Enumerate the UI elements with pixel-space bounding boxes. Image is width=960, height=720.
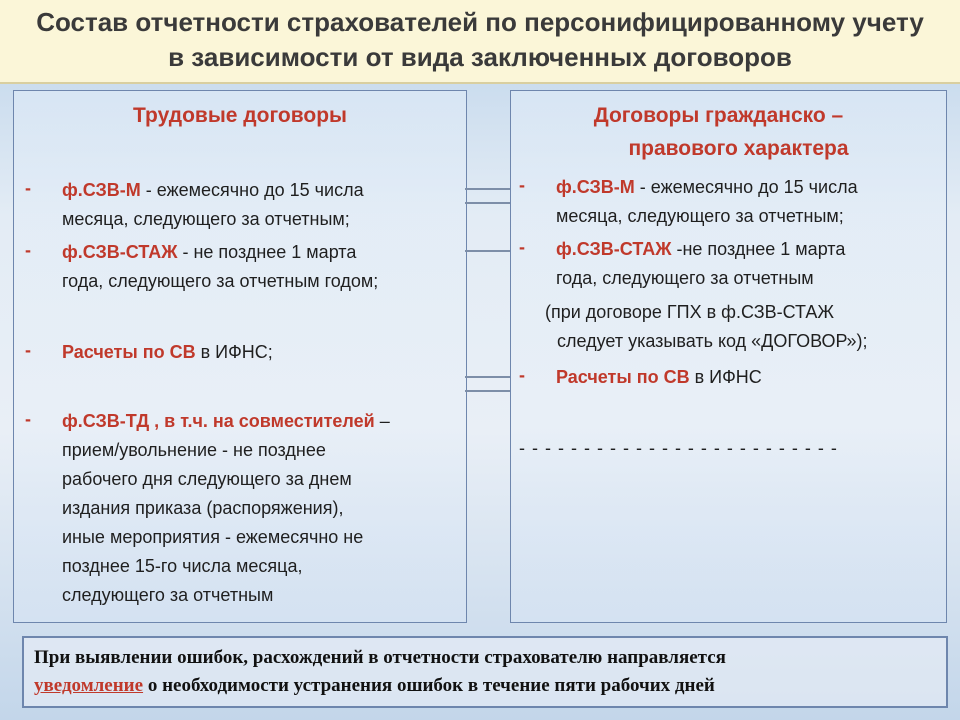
item-red-label: ф.СЗВ-М <box>62 180 141 200</box>
list-dash: - <box>25 409 31 429</box>
list-item-szv-stazh: ф.СЗВ-СТАЖ -не позднее 1 марта года, сле… <box>556 239 846 288</box>
connector-line <box>465 376 510 378</box>
page-title: Состав отчетности страхователей по персо… <box>0 5 960 75</box>
title-line-2: в зависимости от вида заключенных догово… <box>168 42 792 72</box>
list-dash: - <box>519 365 525 385</box>
notice-box: При выявлении ошибок, расхождений в отче… <box>22 636 948 708</box>
list-dash: - <box>519 175 525 195</box>
notice-line-2: уведомление о необходимости устранения о… <box>34 675 715 696</box>
list-item-szv-stazh: ф.СЗВ-СТАЖ - не позднее 1 марта года, сл… <box>62 242 379 291</box>
item-red-label: ф.СЗВ-ТД , в т.ч. на совместителей <box>62 411 375 431</box>
gph-note: (при договоре ГПХ в ф.СЗВ-СТАЖ следует у… <box>545 302 868 351</box>
connector-line <box>465 202 510 204</box>
labor-contracts-panel: Трудовые договоры - ф.СЗВ-М - ежемесячно… <box>13 90 467 623</box>
list-item-szv-td: ф.СЗВ-ТД , в т.ч. на совместителей – при… <box>62 411 390 605</box>
item-red-label: Расчеты по СВ <box>556 367 690 387</box>
list-item-szv-m: ф.СЗВ-М - ежемесячно до 15 числа месяца,… <box>62 180 364 229</box>
item-red-label: Расчеты по СВ <box>62 342 196 362</box>
list-item-rsv: Расчеты по СВ в ИФНС <box>556 367 762 387</box>
connector-line <box>465 390 510 392</box>
labor-contracts-heading: Трудовые договоры <box>133 104 347 127</box>
dashed-placeholder: - - - - - - - - - - - - - - - - - - - - … <box>519 438 838 458</box>
item-red-label: ф.СЗВ-СТАЖ <box>556 239 672 259</box>
title-band: Состав отчетности страхователей по персо… <box>0 0 960 84</box>
list-dash: - <box>25 178 31 198</box>
list-item-szv-m: ф.СЗВ-М - ежемесячно до 15 числа месяца,… <box>556 177 858 226</box>
connector-line <box>465 250 510 252</box>
list-dash: - <box>519 237 525 257</box>
connector-line <box>465 188 510 190</box>
item-red-label: ф.СЗВ-М <box>556 177 635 197</box>
list-dash: - <box>25 240 31 260</box>
notice-line-1: При выявлении ошибок, расхождений в отче… <box>34 647 726 668</box>
item-red-label: ф.СЗВ-СТАЖ <box>62 242 178 262</box>
civil-contracts-heading: Договоры гражданско – правового характер… <box>593 104 849 160</box>
list-item-rsv: Расчеты по СВ в ИФНС; <box>62 342 273 362</box>
list-dash: - <box>25 340 31 360</box>
title-line-1: Состав отчетности страхователей по персо… <box>36 7 924 37</box>
notice-highlight: уведомление <box>34 675 144 696</box>
civil-contracts-panel: Договоры гражданско – правового характер… <box>510 90 947 623</box>
